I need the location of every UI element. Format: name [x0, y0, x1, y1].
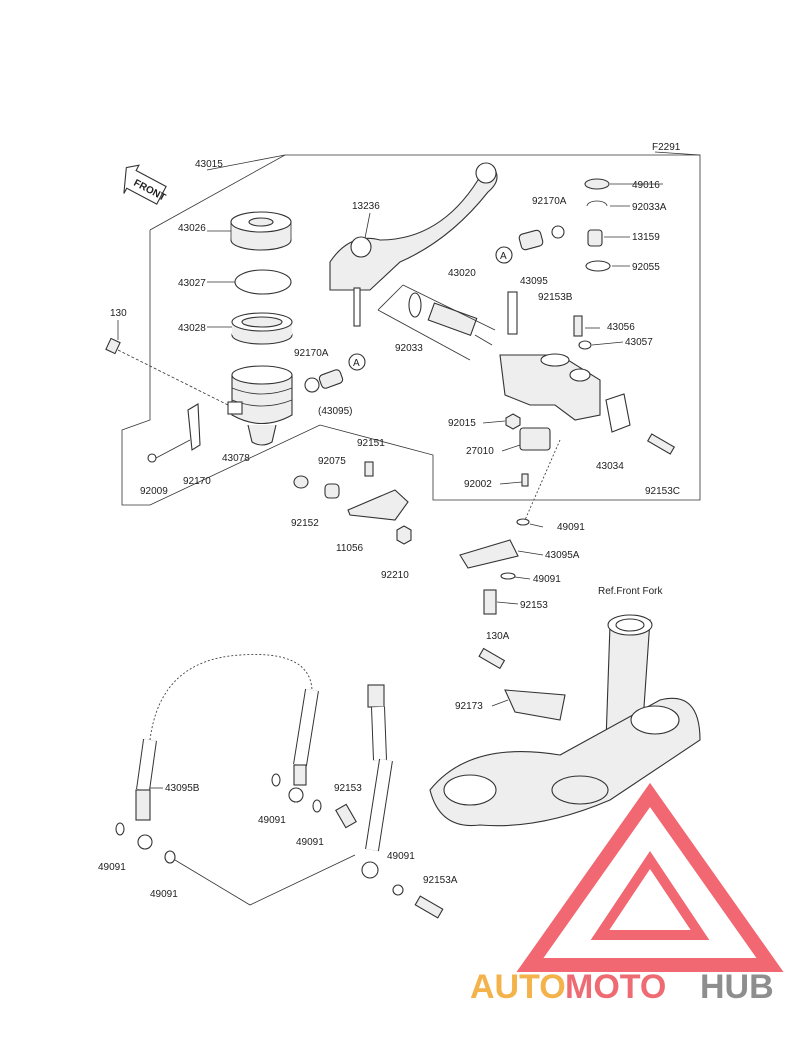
- steering-stem: [429, 614, 701, 827]
- part-label: 92055: [632, 262, 660, 273]
- part-label: 92170: [183, 476, 211, 487]
- ref-front-fork: Ref.Front Fork: [598, 586, 663, 597]
- part-label: 92210: [381, 570, 409, 581]
- part-label: 92075: [318, 456, 346, 467]
- piston-assembly: [377, 284, 496, 361]
- part-label: 43078: [222, 453, 250, 464]
- part-label: 92009: [140, 486, 168, 497]
- leader-lines: [117, 183, 663, 789]
- logo-triangle-mark: [516, 782, 784, 972]
- part-label: 49091: [150, 889, 178, 900]
- brake-switch: [505, 413, 551, 487]
- reservoir-cap: [230, 211, 292, 251]
- assembly-frame: [121, 151, 701, 506]
- part-label: 49091: [98, 862, 126, 873]
- part-labels: 43015 43026 43027 43028 130 92170A (4309…: [98, 159, 680, 900]
- part-label: 92153: [520, 600, 548, 611]
- figure-code: F2291: [652, 142, 681, 153]
- brake-hose-lower-left: [115, 654, 357, 906]
- part-label: 92033A: [632, 202, 667, 213]
- watermark-moto: MOTO: [565, 968, 666, 1006]
- part-label: 13159: [632, 232, 660, 243]
- hose-bracket: [478, 647, 566, 721]
- part-label: 49091: [296, 837, 324, 848]
- watermark-logo: [516, 782, 784, 972]
- part-label: 92033: [395, 343, 423, 354]
- part-label: 43020: [448, 268, 476, 279]
- front-direction-arrow: FRONT: [123, 164, 167, 205]
- part-label: 43026: [178, 223, 206, 234]
- part-label: 43034: [596, 461, 624, 472]
- reservoir-body: [227, 365, 293, 446]
- part-label: 92153B: [538, 292, 573, 303]
- part-label: 43056: [607, 322, 635, 333]
- brake-hose-lower-right: [361, 758, 444, 919]
- part-label: (43095): [318, 406, 352, 417]
- part-label: 11056: [336, 543, 364, 554]
- reservoir-ring: [234, 269, 292, 295]
- part-label: 92153: [334, 783, 362, 794]
- reservoir-bracket: [147, 403, 201, 463]
- brake-lever: [329, 162, 498, 327]
- part-label: 92170A: [532, 196, 567, 207]
- part-label: 43015: [195, 159, 223, 170]
- part-label: 43028: [178, 323, 206, 334]
- master-cylinder-body: [499, 291, 631, 433]
- callout-a-left: A: [353, 358, 360, 369]
- part-label: 43027: [178, 278, 206, 289]
- part-label: 92153C: [645, 486, 680, 497]
- clamp-bolt: [646, 433, 676, 455]
- part-label: 49016: [632, 180, 660, 191]
- reservoir-diaphragm: [231, 312, 293, 345]
- part-label: 43095: [520, 276, 548, 287]
- reservoir-right-parts: A: [495, 178, 611, 350]
- part-label: 43095A: [545, 550, 580, 561]
- watermark-auto: AUTO: [470, 968, 566, 1006]
- part-label: 27010: [466, 446, 494, 457]
- part-label: 43057: [625, 337, 653, 348]
- part-label: 49091: [557, 522, 585, 533]
- part-label: 49091: [387, 851, 415, 862]
- watermark-hub: HUB: [700, 968, 774, 1006]
- brake-hose-upper: [367, 439, 561, 761]
- callout-a-right: A: [500, 251, 507, 262]
- part-label: 92015: [448, 418, 476, 429]
- hose-clip-left: A: [304, 353, 366, 393]
- part-label: 92153A: [423, 875, 458, 886]
- part-label: 92151: [357, 438, 385, 449]
- part-label: 92002: [464, 479, 492, 490]
- part-label: 92173: [455, 701, 483, 712]
- part-label: 92152: [291, 518, 319, 529]
- bolt-130: [105, 337, 229, 406]
- part-label: 49091: [258, 815, 286, 826]
- reservoir-mount-parts: [293, 461, 412, 545]
- part-label: 43095B: [165, 783, 200, 794]
- part-label: 92170A: [294, 348, 329, 359]
- part-label: 130: [110, 308, 127, 319]
- part-label: 49091: [533, 574, 561, 585]
- part-label: 13236: [352, 201, 380, 212]
- part-label: 130A: [486, 631, 510, 642]
